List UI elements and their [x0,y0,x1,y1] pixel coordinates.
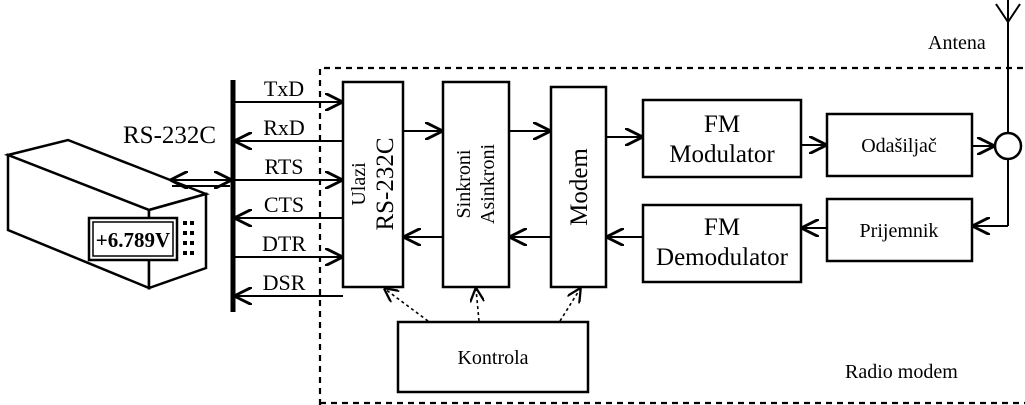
signal-dtr-label: DTR [262,231,306,256]
control-to-input-arrow [385,289,429,322]
radio-modem-region [318,66,1025,405]
signal-txd-label: TxD [264,76,304,101]
antenna-icon [993,0,1023,226]
sync-async-block [441,80,511,289]
signal-rxd-label: RxD [263,115,305,140]
signal-dsr-label: DSR [263,270,306,295]
control-label: Kontrola [457,347,528,369]
transmitter-block [825,112,974,178]
sync-block-line2: Asinkroni [477,144,499,224]
rs232c-interface-label: RS-232C [123,122,216,149]
fm-modulator-line2: Modulator [669,141,775,168]
input-block-line2: RS-232C [372,137,399,230]
control-to-modem-arrow [559,289,580,322]
control-block [396,320,590,394]
radio-modem-label: Radio modem [845,361,958,383]
fm-modulator-block [641,98,803,179]
rs232c-input-block [341,80,405,289]
modem-block-label: Modem [566,148,593,226]
sync-block-line1: Sinkroni [453,149,475,218]
measurement-device [3,138,210,290]
modem-block [549,85,608,289]
control-to-sync-arrow [476,289,479,322]
receiver-label: Prijemnik [860,220,939,242]
device-display-reading: +6.789V [96,228,170,252]
antenna-label: Antena [928,32,986,54]
transmitter-label: Odašiljač [861,135,937,157]
signal-rts-label: RTS [264,154,303,179]
fm-demodulator-line1: FM [704,214,740,241]
fm-demodulator-block [641,203,803,284]
fm-demodulator-line2: Demodulator [656,244,789,271]
receiver-block [825,197,974,263]
input-block-line1: Ulazi [348,162,370,206]
fm-modulator-line1: FM [704,111,740,138]
signal-cts-label: CTS [264,192,304,217]
